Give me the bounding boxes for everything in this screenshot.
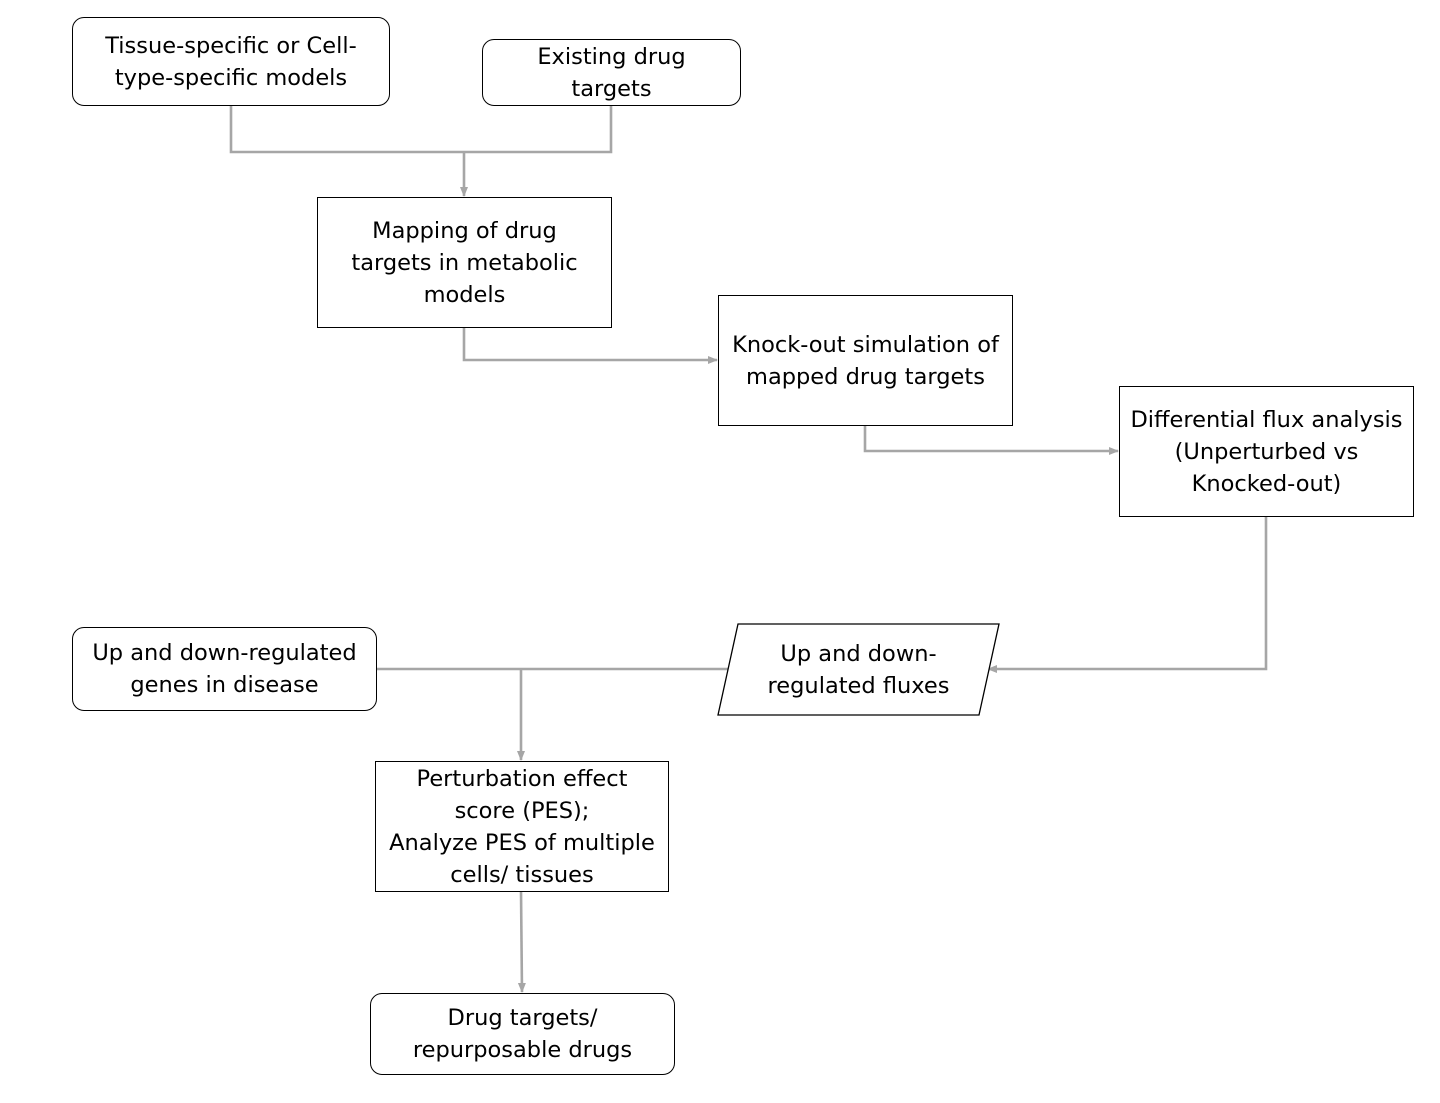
connector-mapping-to-knockout (462, 327, 718, 364)
mapping-drug-targets-label-line-1: Mapping of drug (372, 217, 557, 244)
existing-drug-targets-label-line-2: targets (571, 75, 652, 102)
connector-existing-to-mapping (464, 106, 613, 154)
knockout-simulation-box: Knock-out simulation of mapped drug targ… (718, 295, 1013, 426)
regulated-fluxes-label-line-2: regulated fluxes (767, 672, 950, 699)
regulated-fluxes-label: Up and down- regulated fluxes (728, 624, 989, 715)
regulated-fluxes-label-line-1: Up and down- (780, 640, 937, 667)
differential-flux-analysis-box: Differential flux analysis (Unperturbed … (1119, 386, 1414, 517)
regulated-genes-box: Up and down-regulated genes in disease (72, 627, 377, 711)
repurposable-drugs-label-line-2: repurposable drugs (412, 1037, 633, 1063)
perturbation-effect-score-box: Perturbation effect score (PES); Analyze… (375, 761, 669, 892)
tissue-specific-models-box: Tissue-specific or Cell- type-specific m… (72, 17, 390, 106)
knockout-simulation-label-line-2: mapped drug targets (746, 363, 985, 390)
existing-drug-targets-box: Existing drug targets (482, 39, 741, 106)
connector-differential-to-fluxes (987, 517, 1268, 673)
repurposable-drugs-box: Drug targets/ repurposable drugs (370, 993, 675, 1075)
connector-tissue-to-mapping (229, 106, 464, 154)
differential-flux-analysis-label-line-1: Differential flux analysis (1130, 406, 1403, 433)
mapping-drug-targets-label-line-2: targets in metabolic (351, 249, 578, 276)
perturbation-effect-score-label-line-1: Perturbation effect (416, 765, 628, 792)
tissue-specific-models-label-line-1: Tissue-specific or Cell- (105, 32, 357, 59)
knockout-simulation-label-line-1: Knock-out simulation of (732, 331, 999, 358)
regulated-fluxes-shape (717, 623, 1000, 716)
differential-flux-analysis-label-line-3: Knocked-out) (1191, 470, 1342, 497)
perturbation-effect-score-label-line-3: Analyze PES of multiple (389, 829, 655, 856)
perturbation-effect-score-label-line-2: score (PES); (454, 797, 590, 824)
existing-drug-targets-label-line-1: Existing drug (537, 43, 686, 70)
differential-flux-analysis-label-line-2: (Unperturbed vs (1174, 438, 1359, 465)
mapping-drug-targets-box: Mapping of drug targets in metabolic mod… (317, 197, 612, 328)
regulated-genes-label-line-1: Up and down-regulated (92, 640, 357, 666)
repurposable-drugs-label-line-1: Drug targets/ (447, 1005, 598, 1031)
connector-pes-to-drug-targets (517, 890, 526, 993)
perturbation-effect-score-label-line-4: cells/ tissues (450, 861, 594, 888)
tissue-specific-models-label-line-2: type-specific models (114, 64, 348, 91)
regulated-genes-label-line-2: genes in disease (130, 672, 319, 698)
connector-knockout-to-differential (863, 426, 1119, 455)
mapping-drug-targets-label-line-3: models (423, 281, 506, 308)
